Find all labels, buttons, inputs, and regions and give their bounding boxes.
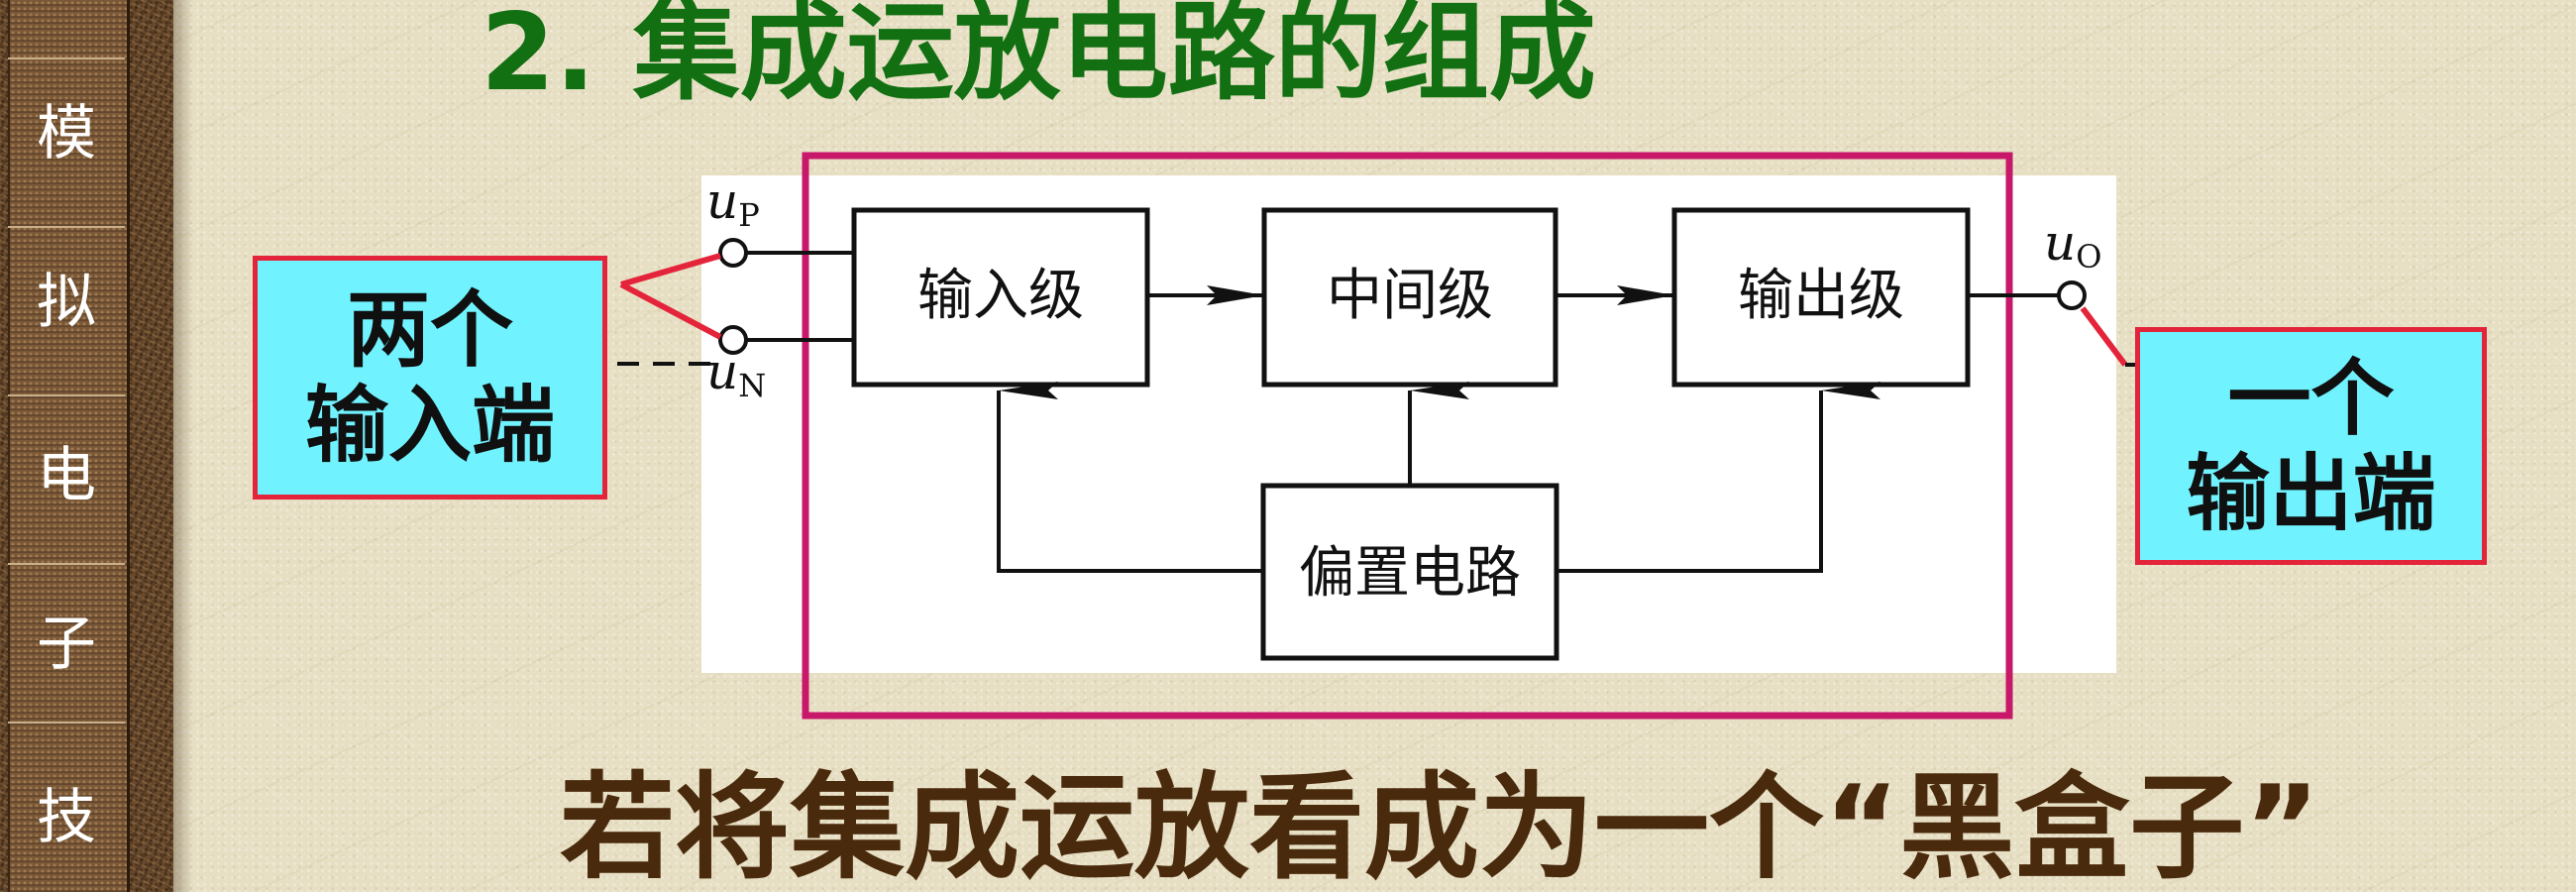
black-box-caption: 若将集成运放看成为一个“黑盒子” <box>560 761 2320 892</box>
page-title: 2. 集成运放电路的组成 <box>481 0 1596 115</box>
input-callout-line1: 两个 <box>346 281 513 379</box>
output-callout-line1: 一个 <box>2227 350 2395 447</box>
bias-to-output-line <box>1556 382 1880 573</box>
black-box-frame <box>802 152 2013 720</box>
sidebar-char: 拟 <box>37 268 96 337</box>
bias-circuit-block <box>1260 483 1559 661</box>
output-stage-label: 输出级 <box>1738 264 1904 328</box>
sidebar-divider <box>8 563 125 565</box>
sidebar-char: 子 <box>37 610 96 679</box>
middle-stage-label: 中间级 <box>1327 264 1493 328</box>
input-stage-label: 输入级 <box>917 264 1084 328</box>
one-output-callout: 一个 输出端 <box>2135 327 2487 565</box>
sidebar-divider <box>8 57 125 59</box>
callout-connector-uo <box>2080 306 2128 367</box>
sidebar-char: 模 <box>37 99 96 168</box>
output-callout-line2: 输出端 <box>2186 445 2436 542</box>
sidebar-column <box>8 0 130 892</box>
input-stage-block <box>851 207 1150 388</box>
bias-circuit-label: 偏置电路 <box>1299 541 1521 606</box>
sidebar-divider <box>8 722 125 724</box>
up-terminal <box>718 238 748 268</box>
up-label: uP <box>706 172 760 234</box>
bias-to-input-line <box>997 382 1263 573</box>
sidebar-char: 电 <box>37 441 96 510</box>
sidebar-divider <box>8 394 125 396</box>
un-terminal <box>718 325 748 355</box>
sidebar-char: 技 <box>37 783 96 852</box>
two-inputs-callout: 两个 输入端 <box>253 256 607 500</box>
callout-connector-up <box>620 253 721 287</box>
uo-label: uO <box>2044 214 2101 276</box>
sidebar: 模 拟 电 子 技 <box>0 0 173 892</box>
sidebar-shadow <box>173 0 193 892</box>
sidebar-divider <box>8 226 125 228</box>
callout-connector-un <box>619 281 722 340</box>
un-label: uN <box>706 343 766 404</box>
uo-terminal <box>2057 280 2087 310</box>
input-callout-line2: 输入端 <box>304 377 555 474</box>
